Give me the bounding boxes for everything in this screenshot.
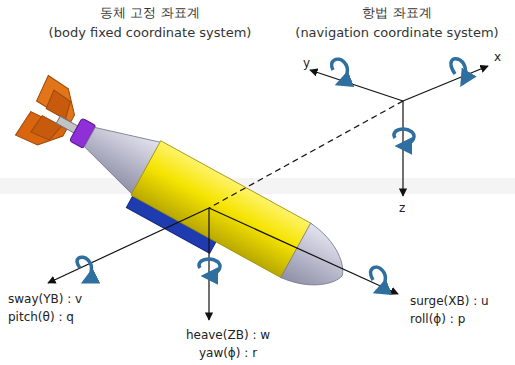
heading-sub: (body fixed coordinate system) bbox=[49, 26, 252, 40]
body-axes bbox=[48, 208, 398, 320]
motion-label: pitch(θ) : q bbox=[8, 310, 74, 324]
torpedo-body bbox=[11, 76, 359, 315]
axis-label: z bbox=[399, 201, 405, 215]
navigation-axes bbox=[209, 66, 488, 208]
motion-label: roll(ϕ) : p bbox=[410, 312, 465, 326]
axis-label: y bbox=[303, 56, 310, 70]
motion-label: sway(YB) : v bbox=[8, 292, 82, 306]
axis-label: x bbox=[494, 50, 501, 64]
heading: 항법 좌표계 bbox=[362, 6, 431, 20]
hull bbox=[131, 141, 312, 278]
background-band bbox=[0, 178, 515, 194]
nose-cone bbox=[281, 223, 357, 303]
rotation-arrows bbox=[77, 59, 466, 292]
motion-label: surge(XB) : u bbox=[410, 294, 489, 308]
tail-fin bbox=[31, 115, 62, 144]
heading: 동체 고정 좌표계 bbox=[100, 6, 199, 20]
tail-fin bbox=[44, 90, 75, 119]
motion-label: heave(ZB) : w bbox=[186, 328, 270, 342]
tail-fin bbox=[34, 76, 85, 123]
heading-sub: (navigation coordinate system) bbox=[295, 26, 498, 40]
motion-label: yaw(ϕ) : r bbox=[199, 346, 257, 360]
